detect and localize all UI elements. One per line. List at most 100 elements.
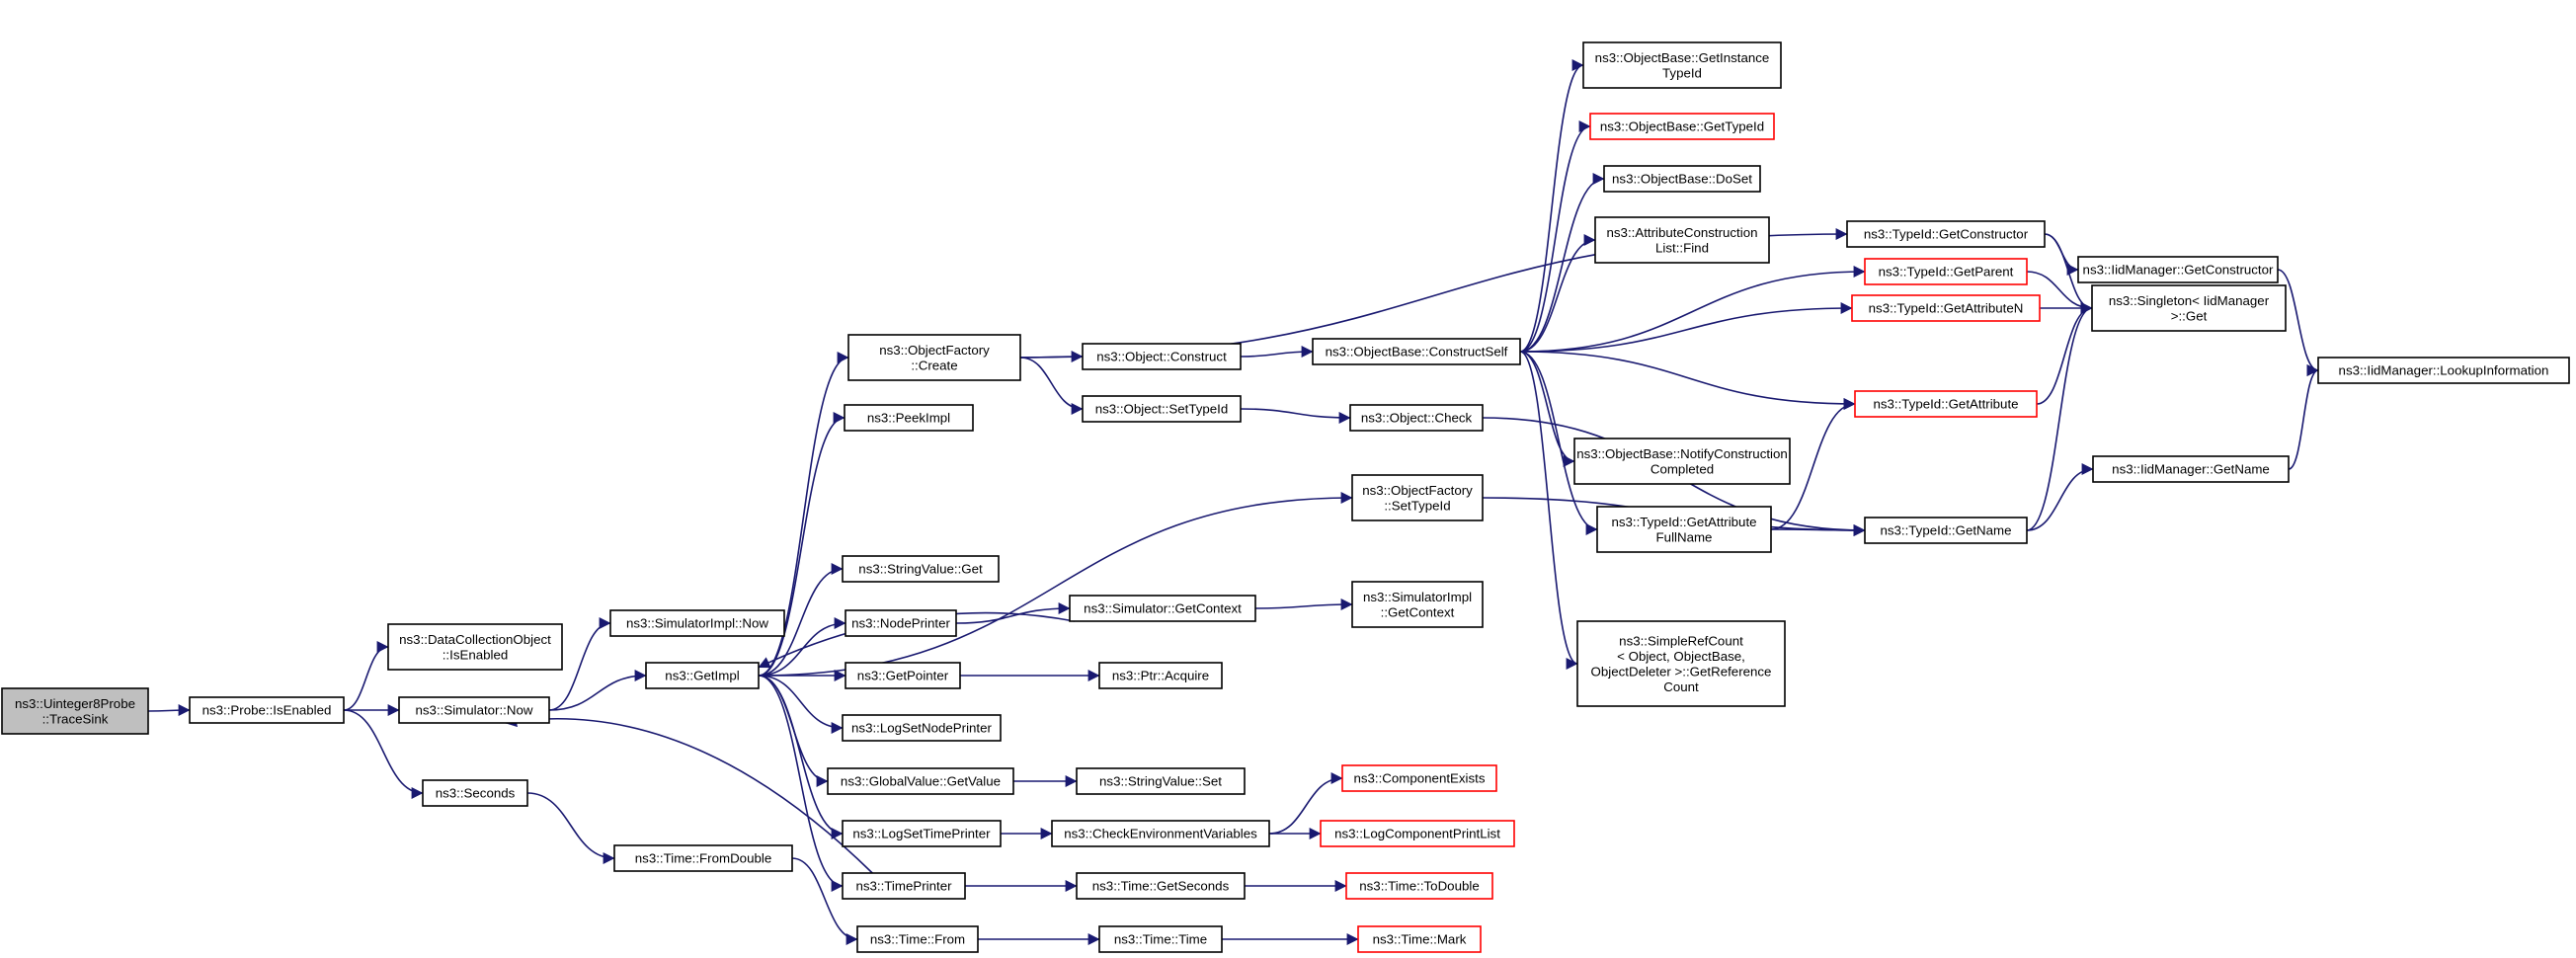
node-box[interactable]	[2077, 256, 2279, 283]
node-box[interactable]	[645, 662, 760, 689]
node-box[interactable]	[1098, 662, 1223, 689]
node-box[interactable]	[2092, 455, 2290, 483]
node-box[interactable]	[1573, 438, 1791, 485]
graph-node-ns3-stringvalue-set[interactable]: ns3::StringValue::Set	[1076, 767, 1246, 795]
node-box[interactable]	[1098, 925, 1223, 953]
graph-node-ns3-logsettimeprinter[interactable]: ns3::LogSetTimePrinter	[842, 820, 1002, 847]
node-box[interactable]	[1341, 764, 1497, 792]
node-box[interactable]	[1357, 925, 1482, 953]
node-box[interactable]	[1, 687, 149, 735]
node-box[interactable]	[189, 696, 345, 724]
node-box[interactable]	[1846, 220, 2046, 248]
graph-node-ns3-object-settypeid[interactable]: ns3::Object::SetTypeId	[1082, 395, 1242, 423]
graph-node-ns3-datacollectionobject-isenabled[interactable]: ns3::DataCollectionObject::IsEnabled	[387, 623, 563, 671]
graph-node-ns3-logcomponentprintlist[interactable]: ns3::LogComponentPrintList	[1320, 820, 1515, 847]
graph-node-ns3-componentexists[interactable]: ns3::ComponentExists	[1341, 764, 1497, 792]
graph-node-ns3-checkenvironmentvariables[interactable]: ns3::CheckEnvironmentVariables	[1051, 820, 1270, 847]
graph-node-ns3-object-construct[interactable]: ns3::Object::Construct	[1082, 343, 1242, 370]
node-box[interactable]	[845, 662, 961, 689]
node-box[interactable]	[1589, 113, 1775, 140]
graph-node-ns3-time-getseconds[interactable]: ns3::Time::GetSeconds	[1076, 872, 1246, 900]
node-box[interactable]	[1312, 338, 1521, 365]
graph-node-ns3-simplerefcount-object-objectbase-objectdeleter-getreference-count[interactable]: ns3::SimpleRefCount< Object, ObjectBase,…	[1576, 620, 1786, 707]
graph-node-ns3-time-time[interactable]: ns3::Time::Time	[1098, 925, 1223, 953]
graph-node-ns3-globalvalue-getvalue[interactable]: ns3::GlobalValue::GetValue	[827, 767, 1014, 795]
node-box[interactable]	[1851, 294, 2041, 322]
node-box[interactable]	[845, 609, 957, 637]
node-box[interactable]	[842, 820, 1002, 847]
node-box[interactable]	[844, 404, 974, 432]
graph-node-ns3-probe-isenabled[interactable]: ns3::Probe::IsEnabled	[189, 696, 345, 724]
graph-node-ns3-simulatorimpl-getcontext[interactable]: ns3::SimulatorImpl::GetContext	[1351, 581, 1484, 628]
graph-node-ns3-ptr-acquire[interactable]: ns3::Ptr::Acquire	[1098, 662, 1223, 689]
node-box[interactable]	[827, 767, 1014, 795]
graph-node-ns3-object-check[interactable]: ns3::Object::Check	[1349, 404, 1484, 432]
node-box[interactable]	[1320, 820, 1515, 847]
node-box[interactable]	[422, 779, 528, 807]
graph-node-ns3-getimpl[interactable]: ns3::GetImpl	[645, 662, 760, 689]
graph-node-ns3-objectbase-gettypeid[interactable]: ns3::ObjectBase::GetTypeId	[1589, 113, 1775, 140]
graph-node-ns3-getpointer[interactable]: ns3::GetPointer	[845, 662, 961, 689]
node-box[interactable]	[1069, 595, 1256, 622]
node-box[interactable]	[1076, 872, 1246, 900]
graph-node-ns3-seconds[interactable]: ns3::Seconds	[422, 779, 528, 807]
graph-node-ns3-simulator-now[interactable]: ns3::Simulator::Now	[398, 696, 550, 724]
node-box[interactable]	[1594, 216, 1770, 264]
node-box[interactable]	[847, 334, 1021, 381]
graph-node-ns3-typeid-getattribute[interactable]: ns3::TypeId::GetAttribute	[1854, 390, 2038, 418]
graph-node-ns3-objectbase-constructself[interactable]: ns3::ObjectBase::ConstructSelf	[1312, 338, 1521, 365]
graph-node-ns3-peekimpl[interactable]: ns3::PeekImpl	[844, 404, 974, 432]
graph-node-ns3-time-todouble[interactable]: ns3::Time::ToDouble	[1345, 872, 1493, 900]
graph-node-ns3-typeid-getconstructor[interactable]: ns3::TypeId::GetConstructor	[1846, 220, 2046, 248]
node-box[interactable]	[1854, 390, 2038, 418]
graph-node-ns3-stringvalue-get[interactable]: ns3::StringValue::Get	[842, 555, 1000, 583]
graph-node-ns3-simulator-getcontext[interactable]: ns3::Simulator::GetContext	[1069, 595, 1256, 622]
node-box[interactable]	[842, 555, 1000, 583]
node-box[interactable]	[1349, 404, 1484, 432]
node-box[interactable]	[1076, 767, 1246, 795]
node-box[interactable]	[1345, 872, 1493, 900]
node-box[interactable]	[398, 696, 550, 724]
graph-node-ns3-simulatorimpl-now[interactable]: ns3::SimulatorImpl::Now	[609, 609, 785, 637]
node-box[interactable]	[613, 844, 793, 872]
graph-node-ns3-objectfactory-settypeid[interactable]: ns3::ObjectFactory::SetTypeId	[1351, 474, 1484, 521]
node-box[interactable]	[1082, 395, 1242, 423]
graph-node-ns3-typeid-getname[interactable]: ns3::TypeId::GetName	[1864, 517, 2028, 544]
graph-node-ns3-typeid-getattributen[interactable]: ns3::TypeId::GetAttributeN	[1851, 294, 2041, 322]
graph-node-ns3-iidmanager-getname[interactable]: ns3::IidManager::GetName	[2092, 455, 2290, 483]
graph-node-ns3-typeid-getparent[interactable]: ns3::TypeId::GetParent	[1864, 258, 2028, 285]
node-box[interactable]	[2317, 357, 2570, 384]
node-box[interactable]	[1582, 41, 1782, 89]
node-box[interactable]	[387, 623, 563, 671]
graph-node-ns3-objectbase-notifyconstruction-completed[interactable]: ns3::ObjectBase::NotifyConstructionCompl…	[1573, 438, 1791, 485]
graph-node-ns3-time-mark[interactable]: ns3::Time::Mark	[1357, 925, 1482, 953]
graph-node-ns3-iidmanager-getconstructor[interactable]: ns3::IidManager::GetConstructor	[2077, 256, 2279, 283]
node-box[interactable]	[842, 872, 966, 900]
node-box[interactable]	[1864, 258, 2028, 285]
node-box[interactable]	[1351, 581, 1484, 628]
node-box[interactable]	[609, 609, 785, 637]
node-box[interactable]	[842, 714, 1002, 742]
graph-node-ns3-time-fromdouble[interactable]: ns3::Time::FromDouble	[613, 844, 793, 872]
graph-node-ns3-time-from[interactable]: ns3::Time::From	[856, 925, 979, 953]
node-box[interactable]	[1082, 343, 1242, 370]
node-box[interactable]	[1051, 820, 1270, 847]
node-box[interactable]	[1351, 474, 1484, 521]
node-box[interactable]	[1596, 506, 1772, 553]
graph-node-ns3-nodeprinter[interactable]: ns3::NodePrinter	[845, 609, 957, 637]
graph-node-ns3-timeprinter[interactable]: ns3::TimePrinter	[842, 872, 966, 900]
graph-node-ns3-iidmanager-lookupinformation[interactable]: ns3::IidManager::LookupInformation	[2317, 357, 2570, 384]
node-box[interactable]	[856, 925, 979, 953]
node-box[interactable]	[1576, 620, 1786, 707]
node-box[interactable]	[2091, 284, 2287, 332]
graph-node-ns3-uinteger8probe-tracesink[interactable]: ns3::Uinteger8Probe::TraceSink	[1, 687, 149, 735]
graph-node-ns3-logsetnodeprinter[interactable]: ns3::LogSetNodePrinter	[842, 714, 1002, 742]
node-box[interactable]	[1603, 165, 1761, 193]
node-box[interactable]	[1864, 517, 2028, 544]
graph-node-ns3-singleton-iidmanager-get[interactable]: ns3::Singleton< IidManager >::Get	[2091, 284, 2287, 332]
graph-node-ns3-objectfactory-create[interactable]: ns3::ObjectFactory::Create	[847, 334, 1021, 381]
graph-node-ns3-objectbase-doset[interactable]: ns3::ObjectBase::DoSet	[1603, 165, 1761, 193]
